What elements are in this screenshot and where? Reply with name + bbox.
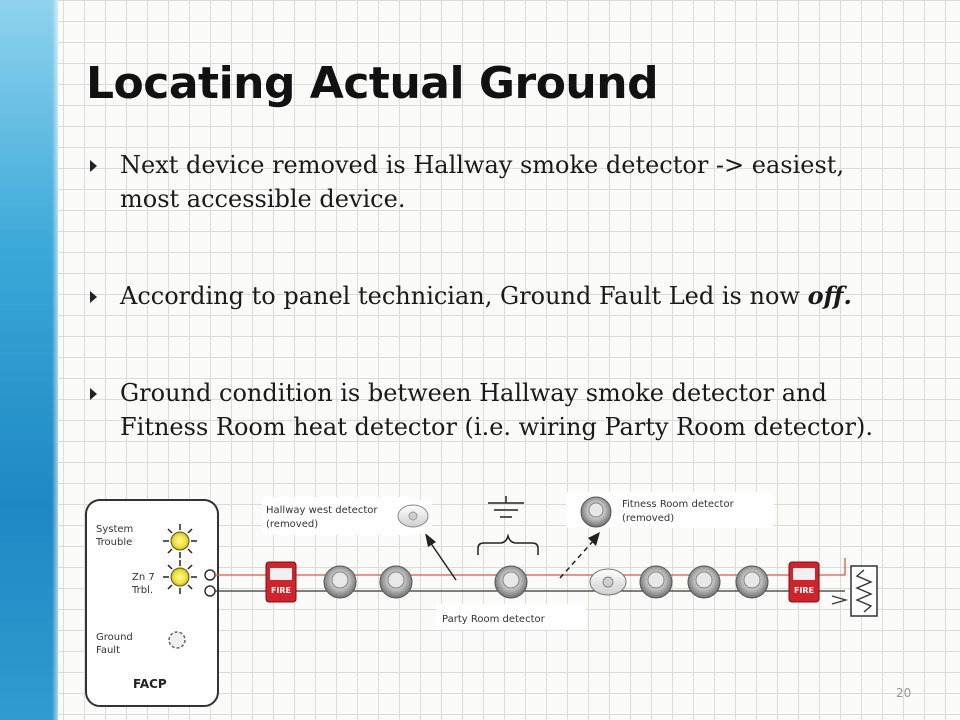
zone-label-2: Trbl. — [131, 585, 153, 596]
terminal-icon — [204, 569, 216, 581]
fitness-room-callout: Fitness Room detector (removed) — [566, 492, 774, 528]
removed-arrow-icon — [425, 533, 457, 581]
smoke-detector-icon — [687, 565, 721, 599]
removed-arrow-icon — [559, 532, 600, 579]
bullet-item: Next device removed is Hallway smoke det… — [86, 148, 886, 216]
bullet-emphasis: off. — [807, 281, 852, 310]
party-room-callout: Party Room detector — [436, 604, 586, 630]
smoke-detector-icon — [639, 565, 673, 599]
slide-title: Locating Actual Ground — [86, 58, 659, 109]
removed-heat-detector-icon — [394, 500, 432, 534]
ground-fault-label: Ground — [96, 632, 133, 643]
heat-detector-icon — [589, 568, 627, 596]
bullet-arrow-icon — [90, 291, 97, 303]
ground-fault-led-icon — [168, 631, 186, 649]
bullet-arrow-icon — [90, 160, 97, 172]
bullet-arrow-icon — [90, 388, 97, 400]
fitness-room-detector-status: (removed) — [622, 513, 674, 524]
bullet-list: Next device removed is Hallway smoke det… — [86, 148, 886, 507]
bullet-text: Next device removed is Hallway smoke det… — [120, 151, 845, 213]
smoke-detector-icon — [323, 565, 357, 599]
terminal-icon — [204, 585, 216, 597]
ground-symbol-icon — [488, 496, 524, 518]
end-of-line-resistor-icon — [850, 565, 878, 617]
bullet-text: Ground condition is between Hallway smok… — [120, 379, 873, 441]
ground-fault-label-2: Fault — [96, 645, 120, 656]
facp-panel: System Trouble Zn 7 Trbl. Ground Fault F… — [85, 499, 219, 707]
pull-station-icon: FIRE — [265, 561, 297, 603]
bullet-item: According to panel technician, Ground Fa… — [86, 279, 886, 313]
hallway-detector-callout: Hallway west detector (removed) — [262, 497, 408, 535]
panel-name: FACP — [133, 677, 167, 691]
system-trouble-led-icon — [163, 524, 197, 558]
party-room-detector-icon — [494, 565, 528, 599]
party-room-detector-label: Party Room detector — [442, 614, 546, 625]
fitness-room-detector-label: Fitness Room detector — [622, 499, 735, 510]
smoke-detector-icon — [379, 565, 413, 599]
page-number: 20 — [896, 686, 912, 700]
bullet-text: According to panel technician, Ground Fa… — [120, 282, 808, 310]
system-trouble-label-2: Trouble — [95, 537, 132, 548]
system-trouble-label: System — [96, 524, 133, 535]
hallway-detector-status: (removed) — [266, 519, 318, 530]
brace-icon — [477, 533, 539, 555]
hallway-detector-label: Hallway west detector — [266, 505, 378, 516]
bullet-item: Ground condition is between Hallway smok… — [86, 376, 886, 444]
zone-trouble-led-icon — [163, 560, 197, 594]
pull-station-icon: FIRE — [788, 561, 820, 603]
decorative-sidebar — [0, 0, 58, 720]
smoke-detector-icon — [735, 565, 769, 599]
pull-station-label: FIRE — [794, 586, 814, 595]
zone-label: Zn 7 — [132, 572, 155, 583]
pull-station-label: FIRE — [271, 586, 291, 595]
